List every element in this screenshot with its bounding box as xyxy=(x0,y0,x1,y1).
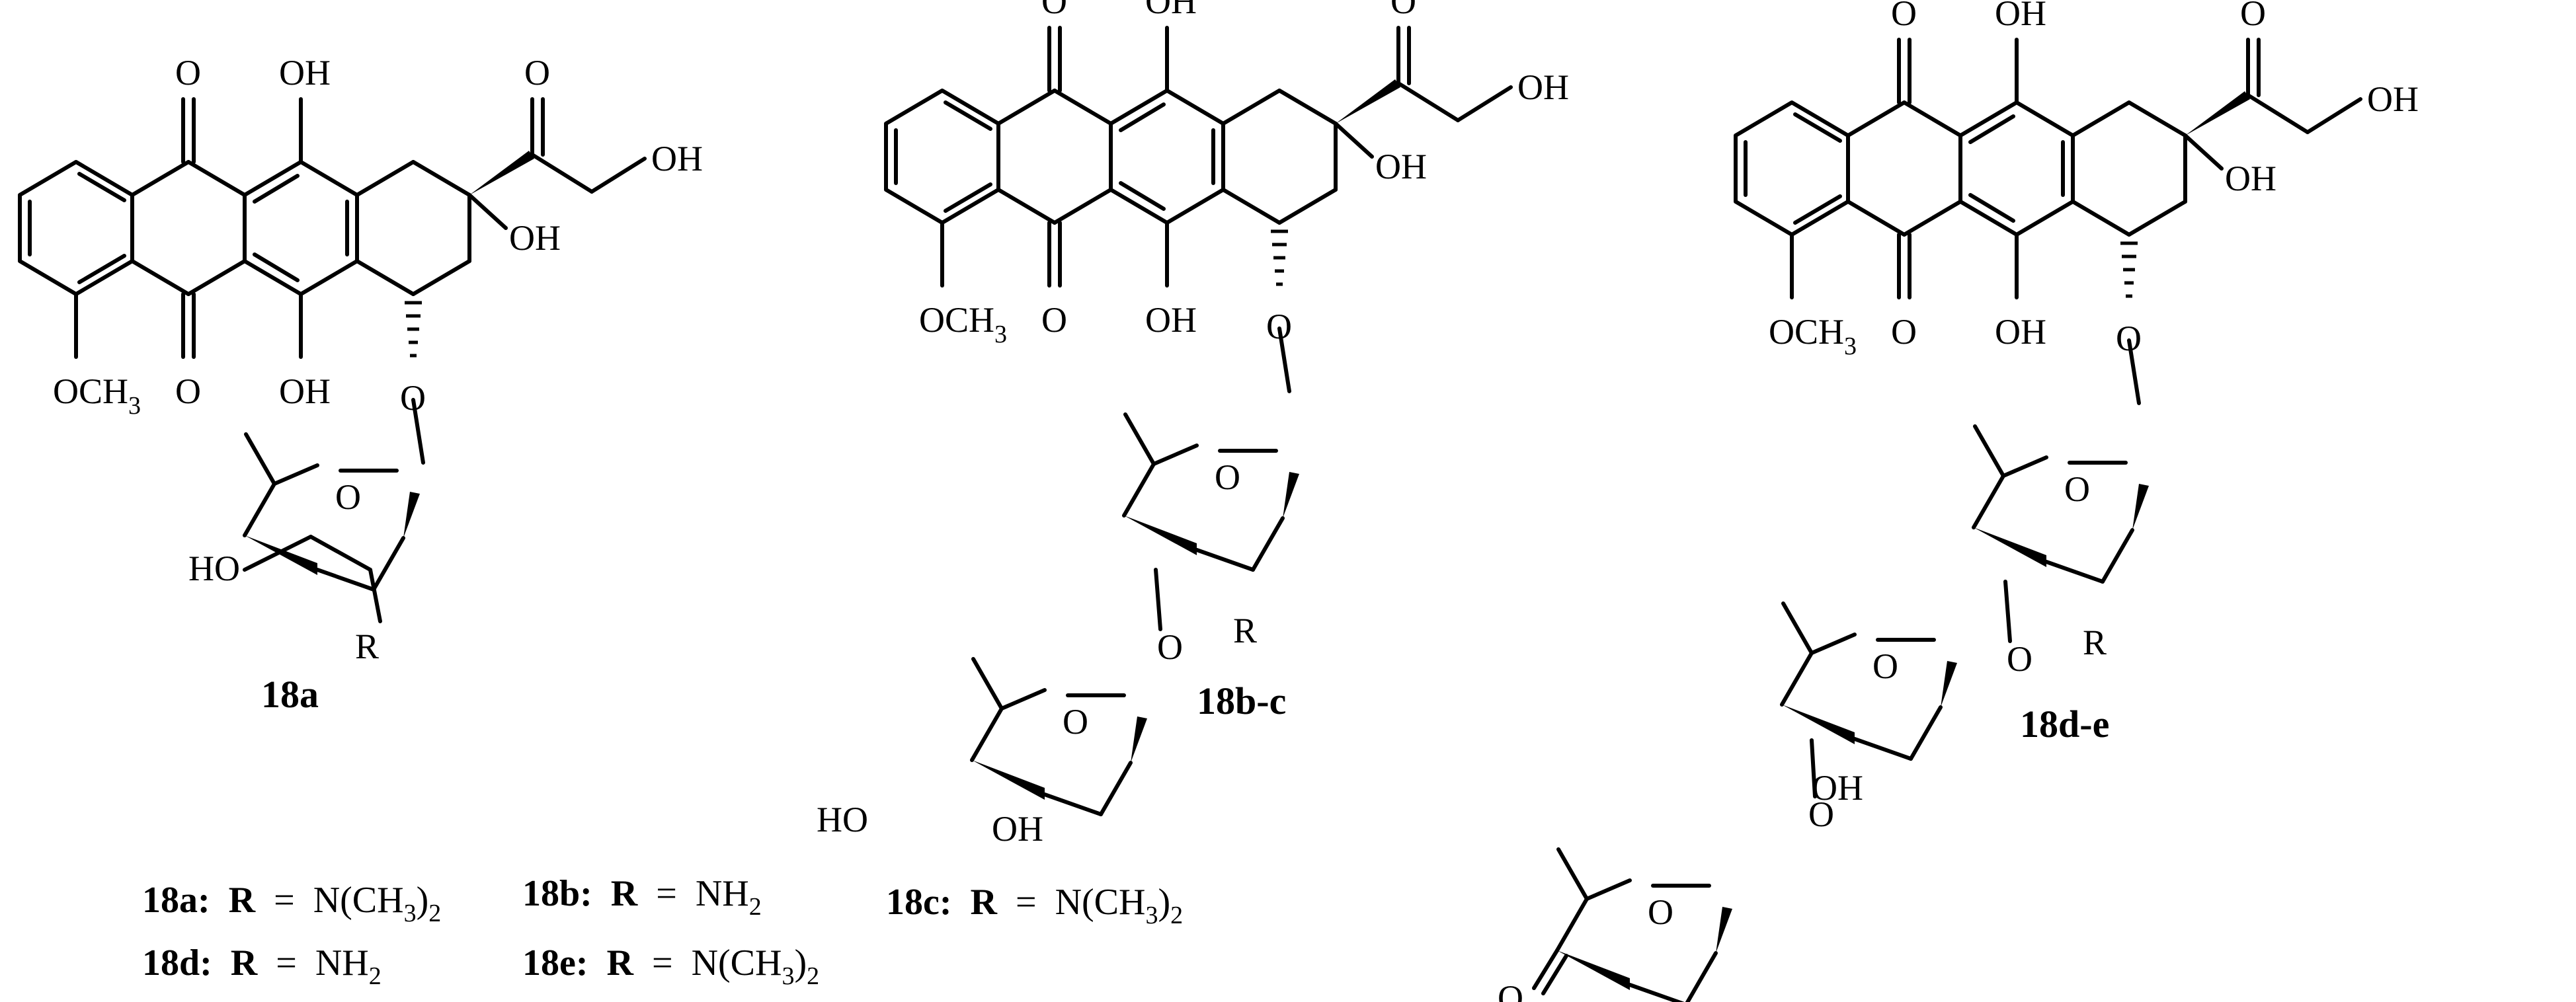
atom-OH: OH xyxy=(1995,0,2046,33)
atom-OH: OH xyxy=(651,139,703,178)
atom-R: R xyxy=(355,627,379,666)
atom-OH: OH xyxy=(1145,0,1197,21)
atom-O: O xyxy=(1041,0,1067,21)
atom-O: O xyxy=(400,378,426,418)
atom-O: O xyxy=(1498,978,1523,1002)
structure-18d-e: O O OH OH O OH OH O O O R O OH O O O OCH… xyxy=(1498,0,2419,1002)
structure-18b-c: O O OH OH O OH OH O O O R O HO OH OCH3 1… xyxy=(817,0,1569,849)
atom-O: O xyxy=(1808,794,1834,834)
definition-18e: 18e: R = N(CH3)2 xyxy=(522,943,819,990)
methoxy-label: OCH3 xyxy=(1769,312,1857,360)
atom-OH: OH xyxy=(1375,147,1427,186)
atom-O: O xyxy=(1872,646,1898,686)
atom-OH: OH xyxy=(2225,159,2276,198)
atom-O: O xyxy=(1891,312,1917,352)
atom-O: O xyxy=(2116,319,2142,358)
atom-OH: OH xyxy=(1812,768,1863,808)
atom-O: O xyxy=(175,371,201,411)
methoxy-label: OCH3 xyxy=(53,371,141,420)
atom-OH: OH xyxy=(279,371,331,411)
structure-18a: O O OH OH O OH OH O O HO R OCH3 18a xyxy=(20,53,703,716)
definition-18a: 18a: R = N(CH3)2 xyxy=(142,880,441,927)
atom-O: O xyxy=(1266,307,1292,346)
atom-R: R xyxy=(2083,623,2107,662)
atom-HO: HO xyxy=(817,800,868,839)
atom-O: O xyxy=(335,477,361,517)
atom-O: O xyxy=(175,53,201,93)
atom-OH: OH xyxy=(992,809,1043,849)
compound-label-18a: 18a xyxy=(261,673,319,716)
atom-R: R xyxy=(1233,611,1257,650)
atom-O: O xyxy=(2240,0,2266,33)
atom-O: O xyxy=(2007,639,2033,679)
atom-OH: OH xyxy=(2367,79,2419,119)
atom-HO: HO xyxy=(188,549,240,588)
atom-O: O xyxy=(1215,457,1240,497)
methoxy-label: OCH3 xyxy=(919,300,1007,348)
compound-label-18b-c: 18b-c xyxy=(1197,679,1286,722)
atom-OH: OH xyxy=(1995,312,2046,352)
atom-OH: OH xyxy=(279,53,331,93)
substituent-definitions: 18a: R = N(CH3)2 18b: R = NH2 18c: R = N… xyxy=(142,873,1183,990)
definition-18c: 18c: R = N(CH3)2 xyxy=(886,882,1183,929)
atom-OH: OH xyxy=(509,218,561,258)
atom-O: O xyxy=(1891,0,1917,33)
atom-O: O xyxy=(1041,300,1067,340)
atom-O: O xyxy=(1648,892,1673,932)
atom-O: O xyxy=(1157,627,1183,667)
atom-OH: OH xyxy=(1517,67,1569,107)
atom-O: O xyxy=(1063,702,1088,742)
atom-O: O xyxy=(524,53,550,93)
atom-O: O xyxy=(1390,0,1416,21)
compound-label-18d-e: 18d-e xyxy=(2020,703,2109,746)
atom-OH: OH xyxy=(1145,300,1197,340)
atom-O: O xyxy=(2064,469,2090,509)
definition-18b: 18b: R = NH2 xyxy=(522,873,762,921)
definition-18d: 18d: R = NH2 xyxy=(142,943,382,990)
